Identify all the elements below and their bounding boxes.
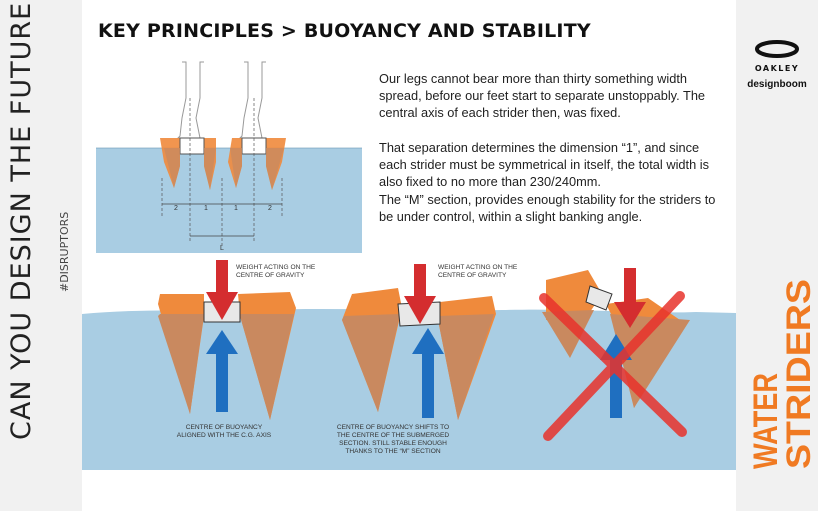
weight-label-1: WEIGHT ACTING ON THE CENTRE OF GRAVITY <box>236 264 316 279</box>
campaign-vertical-text: CAN YOU DESIGN THE FUTURE? <box>6 0 37 440</box>
paragraph-1: Our legs cannot bear more than thirty so… <box>379 71 706 120</box>
left-side-panel <box>0 0 82 511</box>
brand-secondary: designboom <box>747 79 807 90</box>
buoyancy-label-2: CENTRE OF BUOYANCY SHIFTS TO THE CENTRE … <box>336 424 450 455</box>
page-title: KEY PRINCIPLES > BUOYANCY AND STABILITY <box>98 20 591 42</box>
paragraph-3: The “M” section, provides enough stabili… <box>379 192 716 224</box>
weight-arrow-2 <box>414 264 426 300</box>
dim-label-total: L <box>220 245 224 252</box>
right-side-panel <box>736 0 818 511</box>
buoyancy-arrow-1 <box>216 352 228 412</box>
wordmark-line-2: STRIDERS <box>780 279 814 469</box>
weight-label-2: WEIGHT ACTING ON THE CENTRE OF GRAVITY <box>438 264 518 279</box>
scenario-capsized <box>539 268 690 441</box>
brand-block: OAKLEY designboom <box>740 40 814 90</box>
water-striders-wordmark: WATER STRIDERS <box>747 279 814 469</box>
dim-label-c: 1 <box>234 205 238 212</box>
dim-label-a: 2 <box>174 205 178 212</box>
scenario-aligned <box>158 260 296 420</box>
brand-primary: OAKLEY <box>754 64 800 73</box>
buoyancy-label-1: CENTRE OF BUOYANCY ALIGNED WITH THE C.G.… <box>176 424 272 439</box>
hashtag-vertical-text: #DISRUPTORS <box>58 211 71 292</box>
scenario-shifted <box>342 264 496 420</box>
paragraph-2: That separation determines the dimension… <box>379 140 709 189</box>
right-leg-icon <box>238 61 266 139</box>
buoyancy-diagram: 2 1 1 2 L <box>82 61 736 470</box>
cross-icon <box>539 291 687 441</box>
dim-label-b: 1 <box>204 205 208 212</box>
buoyancy-arrow-2 <box>422 352 434 418</box>
dim-label-d: 2 <box>268 205 272 212</box>
wordmark-line-1: WATER <box>747 373 785 469</box>
top-sketch: 2 1 1 2 L <box>96 61 362 253</box>
left-leg-icon <box>176 61 204 139</box>
weight-arrow-3 <box>624 268 636 304</box>
weight-arrow-1 <box>216 260 228 294</box>
top-water <box>96 148 362 253</box>
oakley-logo-icon <box>755 40 799 58</box>
